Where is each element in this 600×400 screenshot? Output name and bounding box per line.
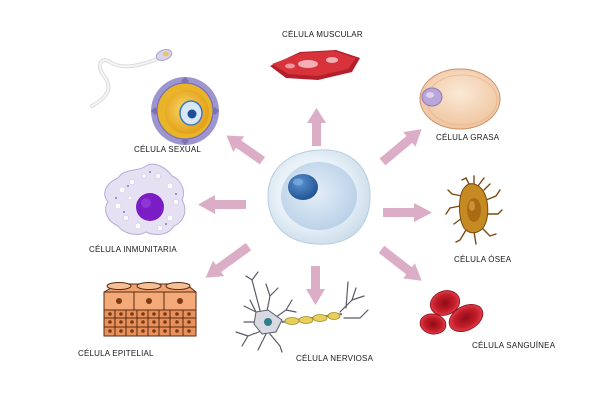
arrow-to-immune [198, 195, 246, 214]
nerve-cell [235, 271, 369, 353]
label-muscle-cell: CÉLULA MUSCULAR [282, 30, 363, 39]
arrow-to-fat [379, 129, 422, 166]
stem-cell [267, 149, 371, 245]
bone-cell [445, 175, 503, 245]
epithelial-cells [103, 282, 197, 337]
arrow-to-muscle [307, 108, 326, 146]
sex-cell [90, 49, 219, 145]
immune-nucleus [136, 193, 164, 221]
label-immune-cell: CÉLULA INMUNITARIA [89, 245, 177, 254]
arrow-to-epithelial [205, 243, 252, 278]
fat-cell [419, 68, 501, 130]
myelin-sheath [284, 312, 341, 325]
bone-body [459, 183, 489, 234]
muscle-cell [270, 50, 360, 80]
arrow-to-nerve [306, 266, 325, 305]
label-fat-cell: CÉLULA GRASA [436, 133, 500, 142]
label-bone-cell: CÉLULA ÓSEA [454, 255, 512, 264]
arrows [198, 108, 432, 305]
arrow-to-sex [226, 135, 266, 165]
arrow-to-bone [383, 203, 432, 222]
label-sex-cell: CÉLULA SEXUAL [134, 145, 202, 154]
arrow-to-blood [378, 245, 422, 281]
label-nerve-cell: CÉLULA NERVIOSA [296, 354, 374, 363]
immune-cell [104, 163, 186, 235]
stem-nucleus [288, 174, 318, 200]
blood-cells [419, 290, 484, 335]
label-blood-cell: CÉLULA SANGUÍNEA [472, 341, 556, 350]
label-epithelial-cell: CÉLULA EPITELIAL [78, 349, 154, 358]
